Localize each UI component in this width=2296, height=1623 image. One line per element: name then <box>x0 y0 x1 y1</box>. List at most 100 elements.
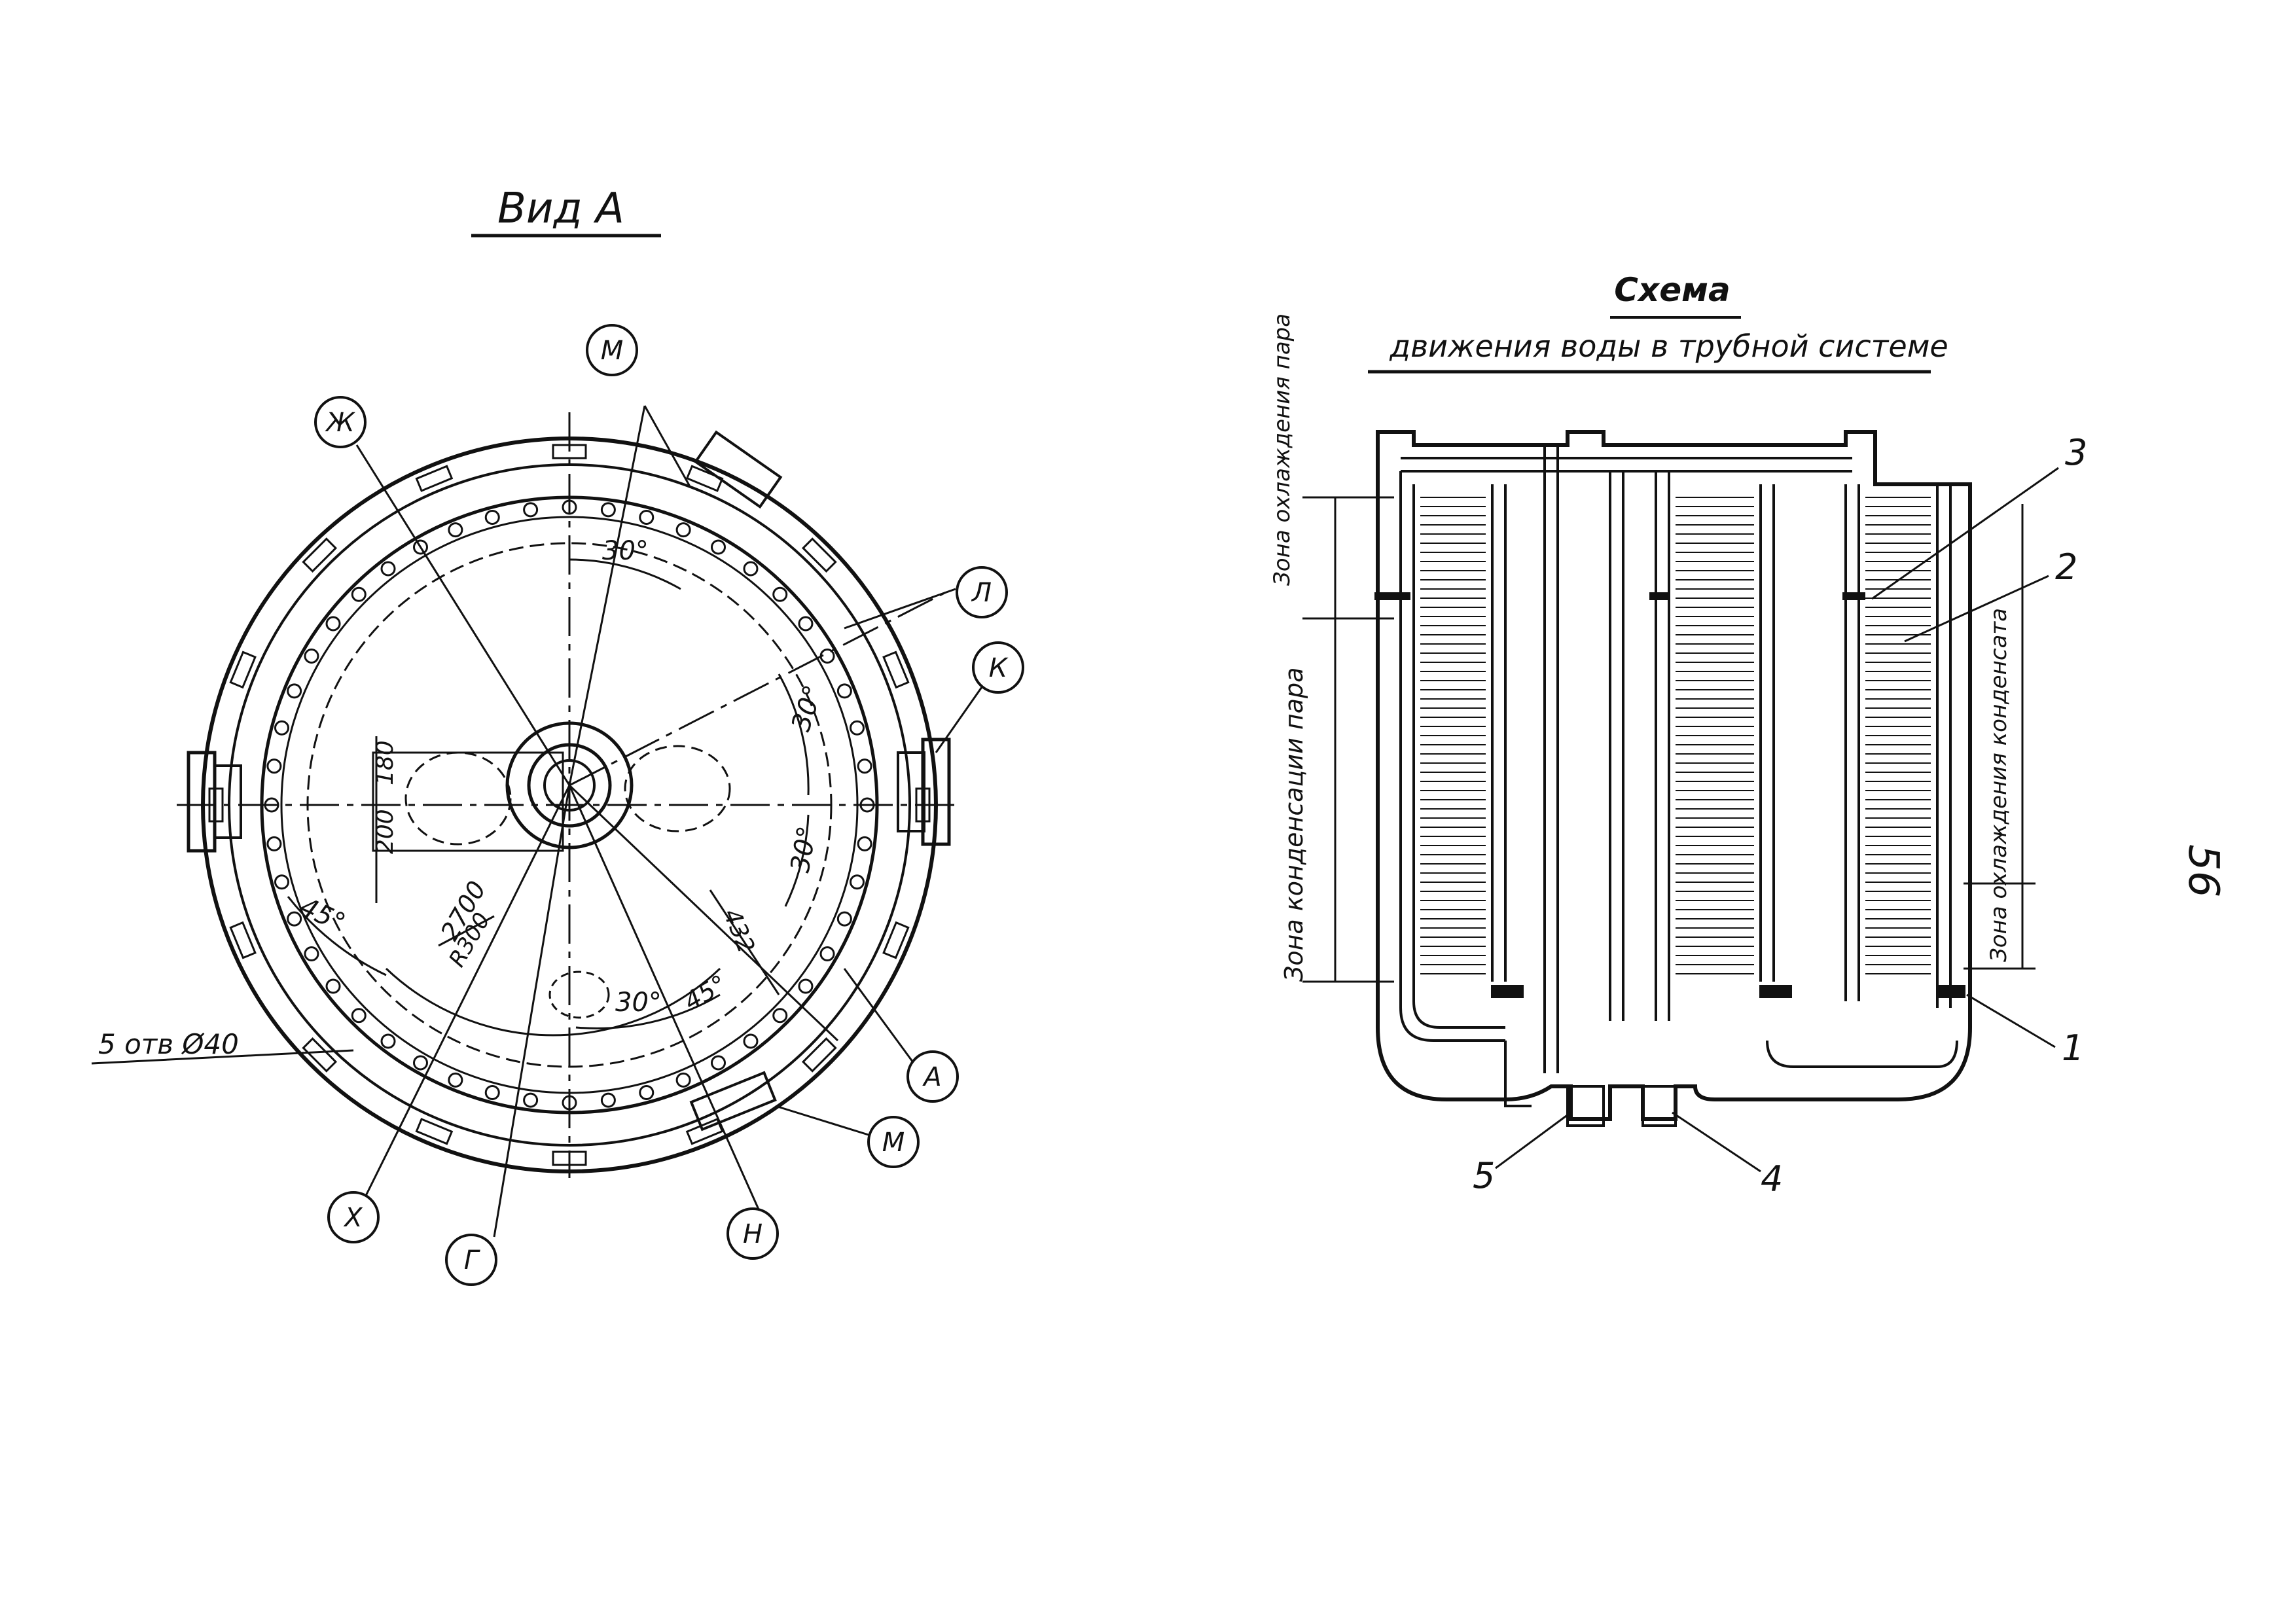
inner-channels <box>1374 445 1965 1107</box>
svg-text:200: 200 <box>372 809 399 854</box>
tube-hole <box>743 1033 759 1049</box>
label-3: 3 <box>2065 432 2087 473</box>
tube-hole <box>639 510 655 526</box>
shell-slot <box>229 651 257 689</box>
callout-k: К <box>935 641 1024 753</box>
tube-hole <box>274 874 290 890</box>
shell-slot <box>302 1037 338 1073</box>
number-leaders <box>1495 467 2059 1173</box>
svg-text:30°: 30° <box>785 824 823 875</box>
tube-hole <box>484 1084 500 1100</box>
callout-label-m_top: М <box>601 336 624 366</box>
shell-slot <box>415 465 454 492</box>
tube-hole <box>675 522 691 538</box>
label-4: 4 <box>1761 1158 1783 1200</box>
callout-label-x: Х <box>343 1203 363 1233</box>
callout-a: А <box>843 968 959 1103</box>
label-5: 5 <box>1473 1155 1495 1196</box>
callout-m_top: М <box>586 324 692 488</box>
svg-text:45°: 45° <box>295 891 350 938</box>
shell-slot <box>415 1118 454 1145</box>
dimension-lines <box>91 736 780 1065</box>
tube-hole <box>600 502 616 518</box>
tube-hole <box>711 539 726 555</box>
callouts: М Ж Л К А М Н Г Х <box>314 324 1024 1286</box>
callout-label-h: Н <box>743 1219 762 1249</box>
callout-l: Л <box>844 566 1008 630</box>
tube-hole <box>600 1092 616 1108</box>
tube-hole <box>857 758 872 774</box>
tube-hole <box>857 836 872 851</box>
callout-label-m_bottom: М <box>882 1128 905 1158</box>
shell-slot <box>685 1118 724 1145</box>
tube-hole <box>639 1084 655 1100</box>
tube-hole <box>849 874 865 890</box>
svg-text:30°: 30° <box>602 536 649 566</box>
svg-text:30°: 30° <box>786 681 829 735</box>
label-2: 2 <box>2055 546 2077 588</box>
zone-condensate-cooling-label: Зона охлаждения конденсата <box>1986 608 2012 962</box>
tube-hole <box>413 539 428 555</box>
page-number: 56 <box>2179 844 2227 897</box>
tube-hole <box>836 683 852 699</box>
svg-text:432: 432 <box>718 905 760 957</box>
tube-hole <box>448 522 463 538</box>
tube-hole <box>351 1008 367 1024</box>
svg-text:30°: 30° <box>615 988 662 1018</box>
svg-text:180: 180 <box>372 740 399 785</box>
tube-hole <box>798 616 814 632</box>
tube-bundles <box>1420 497 1931 974</box>
tube-hole <box>484 510 500 526</box>
tube-hole <box>772 586 788 602</box>
callout-label-l: Л <box>971 578 992 608</box>
tube-hole <box>304 649 319 664</box>
shell-slot <box>882 921 910 959</box>
tube-hole <box>351 586 367 602</box>
tube-hole <box>266 758 282 774</box>
tube-hole <box>274 720 290 736</box>
tube-hole <box>448 1072 463 1088</box>
callout-label-k: К <box>989 653 1009 683</box>
tube-hole <box>325 616 341 632</box>
svg-text:45°: 45° <box>679 969 732 1016</box>
view-a: Вид А <box>91 185 1024 1286</box>
callout-label-a: А <box>922 1062 941 1092</box>
tube-hole <box>523 502 539 518</box>
shell-slot <box>229 921 257 959</box>
tube-hole <box>413 1055 428 1071</box>
tube-hole <box>266 836 282 851</box>
callout-m_bottom: М <box>775 1105 920 1168</box>
shell-slot <box>882 651 910 689</box>
zone-condensation-label: Зона конденсации пара <box>1280 668 1308 982</box>
tube-hole <box>836 911 852 927</box>
tube-hole <box>711 1055 726 1071</box>
centerlines <box>177 405 962 1238</box>
callout-g: Г <box>445 1234 497 1286</box>
view-a-title: Вид А <box>497 185 624 233</box>
scheme-title: Схема <box>1614 271 1730 309</box>
label-1: 1 <box>2062 1027 2084 1069</box>
tube-hole <box>798 978 814 994</box>
internal-nozzles <box>372 745 731 1019</box>
tube-hole <box>772 1008 788 1024</box>
callout-zh: Ж <box>314 396 367 448</box>
shell-slot <box>801 1037 837 1073</box>
scheme-subtitle: движения воды в трубной системе <box>1389 329 1948 364</box>
water-flow-scheme: Схема движения воды в трубной системе <box>1269 271 2087 1200</box>
callout-h: Н <box>726 1207 779 1260</box>
shell-slot <box>685 465 724 492</box>
tube-hole <box>523 1092 539 1108</box>
tube-hole <box>819 946 835 961</box>
tube-hole <box>325 978 341 994</box>
angle-arcs <box>287 558 810 1037</box>
holes-note: 5 отв Ø40 <box>98 1028 239 1060</box>
zone-dimensions <box>1302 496 2036 983</box>
tube-hole <box>743 561 759 577</box>
tube-hole <box>304 946 319 961</box>
tube-holes <box>208 444 931 1166</box>
callout-x: Х <box>327 1191 380 1243</box>
tube-hole <box>849 720 865 736</box>
shell-slot <box>302 537 338 573</box>
zone-steam-cooling-label: Зона охлаждения пара <box>1269 313 1295 586</box>
